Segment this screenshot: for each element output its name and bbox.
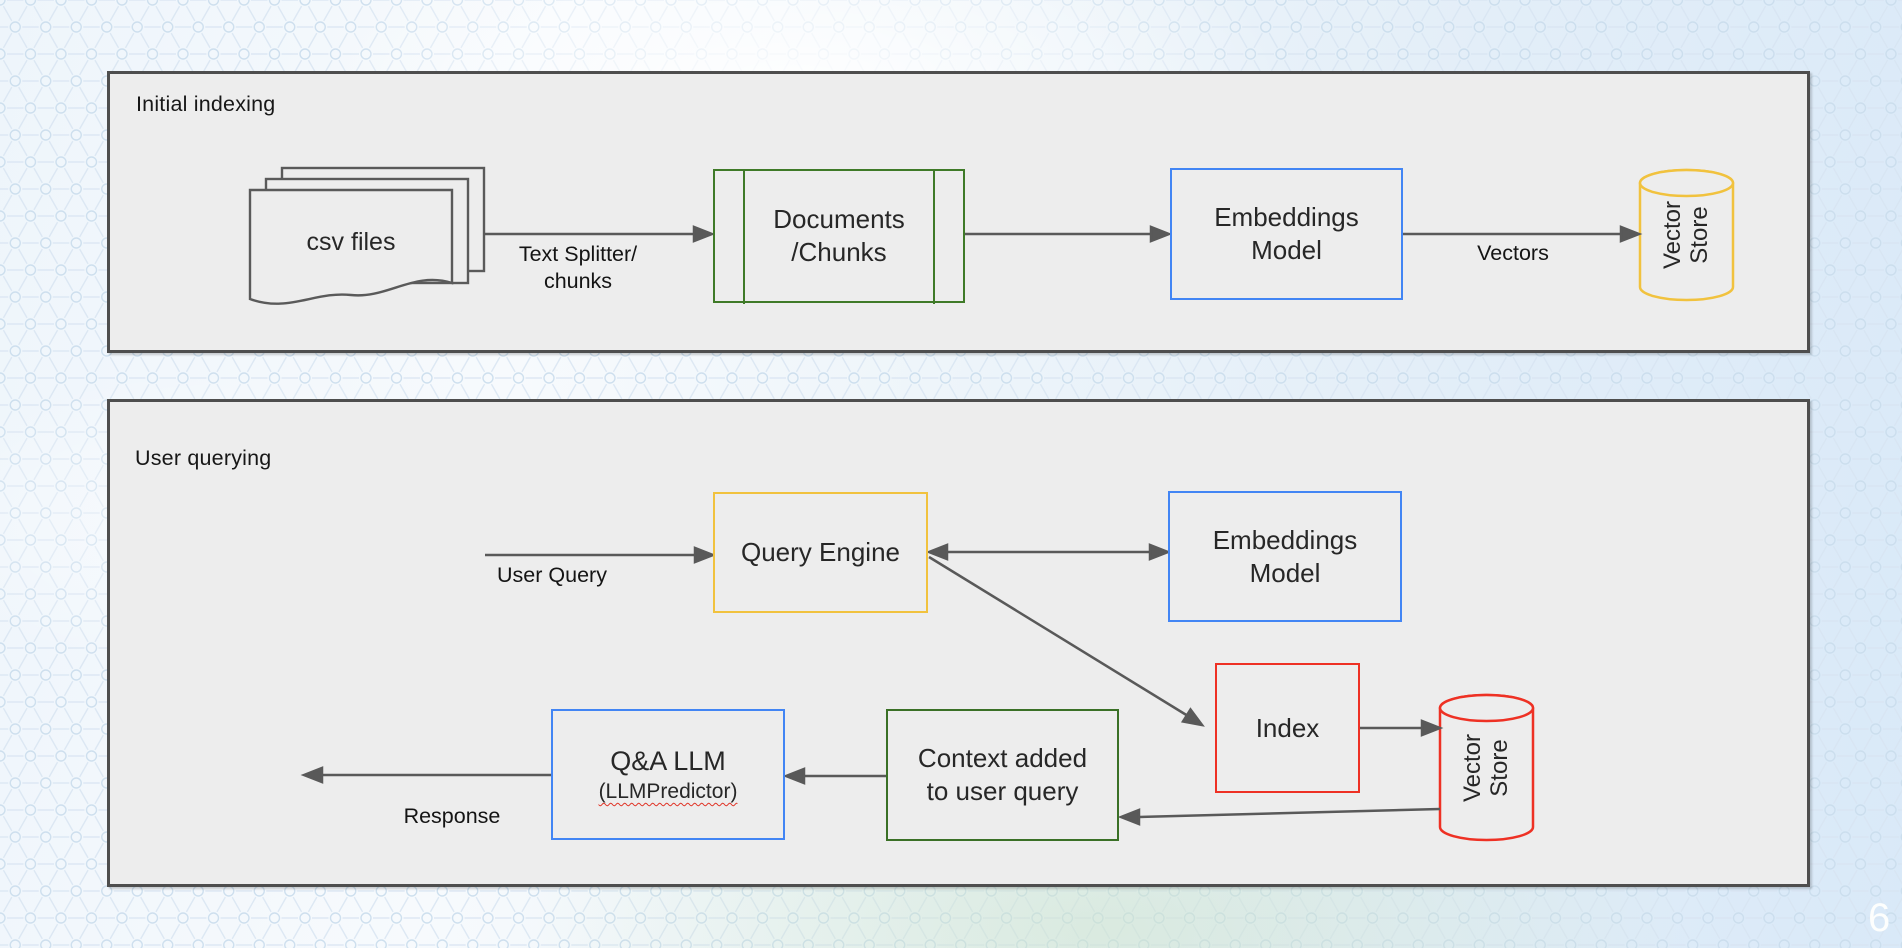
vector-store-label-indexing: Vector Store	[1640, 170, 1733, 300]
initial-indexing-title: Initial indexing	[136, 92, 276, 116]
arrow-queryengine-to-index	[928, 555, 1205, 727]
arrow-queryengine-embeddings-bidirectional	[925, 543, 1172, 561]
arrow-vectorstore-to-context	[1117, 807, 1441, 826]
inner-divider-right	[933, 168, 935, 304]
arrow-qallm-to-response	[300, 766, 551, 784]
embeddings-model-node-querying: Embeddings Model	[1168, 491, 1402, 622]
embeddings-label-line2: Model	[1251, 235, 1322, 265]
documents-chunks-node: Documents /Chunks	[713, 168, 965, 304]
arrow-documents-to-embeddings	[965, 225, 1173, 243]
embeddings-label-line1: Embeddings	[1212, 524, 1358, 555]
embeddings-model-node-indexing: Embeddings Model	[1170, 168, 1403, 300]
arrow-index-to-vectorstore	[1360, 719, 1444, 737]
user-querying-title: User querying	[135, 446, 272, 470]
arrow-userquery-to-queryengine	[485, 546, 717, 564]
arrow-embeddings-to-vectorstore	[1403, 225, 1643, 243]
embeddings-label-line1: Embeddings	[1214, 202, 1359, 232]
context-label-line1: Context added	[917, 743, 1088, 773]
vector-store-line2: Store	[1486, 738, 1514, 797]
qa-llm-node: Q&A LLM (LLMPredictor)	[551, 709, 785, 840]
context-added-node: Context added to user query	[886, 709, 1119, 841]
context-label-line2: to user query	[926, 776, 1079, 806]
slide-page-number: 6	[1868, 896, 1891, 940]
query-engine-label: Query Engine	[741, 537, 900, 567]
text-splitter-arrow-label: Text Splitter/ chunks	[518, 242, 638, 293]
index-node: Index	[1215, 663, 1360, 793]
arrow-csv-to-documents	[484, 225, 716, 243]
documents-chunks-label-line2: /Chunks	[791, 237, 887, 267]
vector-store-line1: Vector	[1659, 200, 1687, 270]
index-label: Index	[1255, 712, 1320, 743]
vector-store-line1: Vector	[1459, 733, 1487, 802]
qa-llm-label: Q&A LLM	[610, 746, 726, 776]
csv-files-label: csv files	[306, 228, 396, 256]
response-arrow-label: Response	[403, 804, 501, 828]
user-query-arrow-label: User Query	[497, 563, 607, 587]
inner-divider-left	[743, 168, 745, 304]
query-engine-node: Query Engine	[713, 492, 928, 613]
vectors-arrow-label: Vectors	[1477, 241, 1549, 265]
arrow-context-to-qallm	[782, 767, 886, 785]
vector-store-line2: Store	[1686, 206, 1714, 264]
vector-store-label-querying: Vector Store	[1440, 695, 1533, 840]
embeddings-label-line2: Model	[1249, 557, 1321, 588]
documents-chunks-label-line1: Documents	[773, 204, 905, 234]
llm-predictor-label: (LLMPredictor)	[598, 780, 738, 803]
